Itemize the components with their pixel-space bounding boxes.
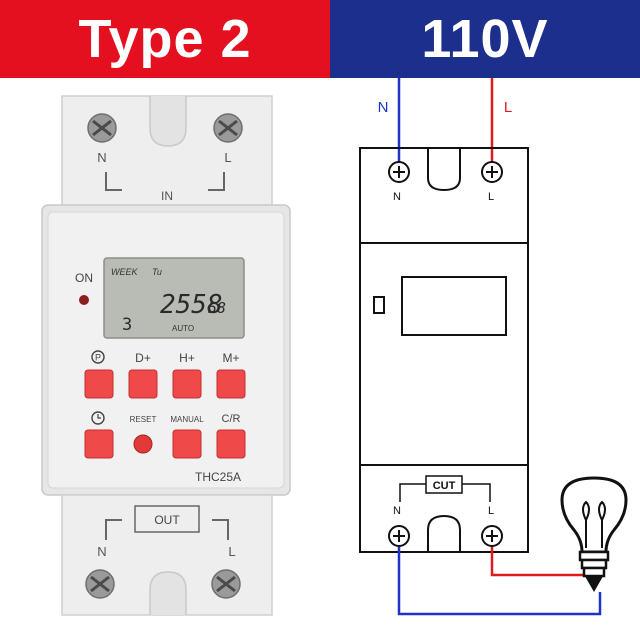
lcd-day: Tu xyxy=(152,267,162,277)
m-plus-label: M+ xyxy=(222,351,239,365)
device-outline xyxy=(359,147,529,553)
bottom-mount-slot xyxy=(149,571,187,615)
lcd-time: 2558 xyxy=(160,290,223,320)
type-banner: Type 2 xyxy=(0,0,330,78)
in-label: IN xyxy=(161,189,173,203)
d-plus-button[interactable] xyxy=(128,369,158,399)
diagram-bottom-l: L xyxy=(488,505,494,517)
diagram-top-l: L xyxy=(488,191,494,203)
top-terminal-l-label: L xyxy=(224,150,231,165)
model-label: THC25A xyxy=(195,470,241,484)
cr-button[interactable] xyxy=(216,429,246,459)
top-terminal-n-label: N xyxy=(97,150,106,165)
diagram-display xyxy=(401,276,507,336)
program-button[interactable] xyxy=(84,369,114,399)
lcd-week: WEEK xyxy=(111,267,139,277)
voltage-banner: 110V xyxy=(330,0,640,78)
bottom-terminal-l-label: L xyxy=(228,544,235,559)
screw-icon xyxy=(213,113,243,143)
on-label: ON xyxy=(75,271,93,285)
lcd-seconds: 58 xyxy=(208,299,226,317)
screw-icon xyxy=(87,113,117,143)
m-plus-button[interactable] xyxy=(216,369,246,399)
voltage-label: 110V xyxy=(421,9,549,69)
manual-label: MANUAL xyxy=(170,415,204,424)
power-led xyxy=(79,295,89,305)
svg-text:P: P xyxy=(95,353,101,363)
wire-n-label: N xyxy=(378,99,389,116)
live-wire-out xyxy=(490,536,588,577)
diagram-top-n: N xyxy=(393,191,401,203)
out-label: OUT xyxy=(154,513,180,527)
terminal-plus-icon xyxy=(481,161,503,183)
cut-label: CUT xyxy=(433,480,456,492)
terminal-plus-icon xyxy=(388,525,410,547)
diagram-top-slot xyxy=(427,148,461,192)
p-icon: P xyxy=(91,350,105,364)
lcd-display xyxy=(103,257,245,339)
clock-button[interactable] xyxy=(84,429,114,459)
neutral-wire-out xyxy=(397,536,602,616)
reset-button[interactable] xyxy=(133,434,153,454)
reset-label: RESET xyxy=(130,415,157,424)
timer-device: N L IN ON WEEK Tu 2558 58 3 AUTO P D+ H+… xyxy=(41,95,291,616)
top-mount-slot xyxy=(149,96,187,147)
h-plus-label: H+ xyxy=(179,351,195,365)
screw-icon xyxy=(85,569,115,599)
cr-label: C/R xyxy=(222,413,241,425)
lcd-program: 3 xyxy=(122,315,132,335)
screw-icon xyxy=(211,569,241,599)
lcd-mode: AUTO xyxy=(172,324,194,333)
wiring-diagram: N L N L CUT N L xyxy=(359,78,628,616)
bottom-terminal-n-label: N xyxy=(97,544,106,559)
type-label: Type 2 xyxy=(78,9,252,69)
terminal-plus-icon xyxy=(481,525,503,547)
terminal-plus-icon xyxy=(388,161,410,183)
d-plus-label: D+ xyxy=(135,351,151,365)
cut-box xyxy=(425,475,463,494)
manual-button[interactable] xyxy=(172,429,202,459)
h-plus-button[interactable] xyxy=(172,369,202,399)
diagram-bottom-slot xyxy=(427,514,461,552)
transparent-cover xyxy=(47,211,285,489)
diagram-bottom-n: N xyxy=(393,505,401,517)
light-bulb-icon xyxy=(560,476,628,593)
diagram-indicator xyxy=(373,296,385,314)
clock-icon xyxy=(91,411,105,425)
wire-l-label: L xyxy=(504,99,512,116)
